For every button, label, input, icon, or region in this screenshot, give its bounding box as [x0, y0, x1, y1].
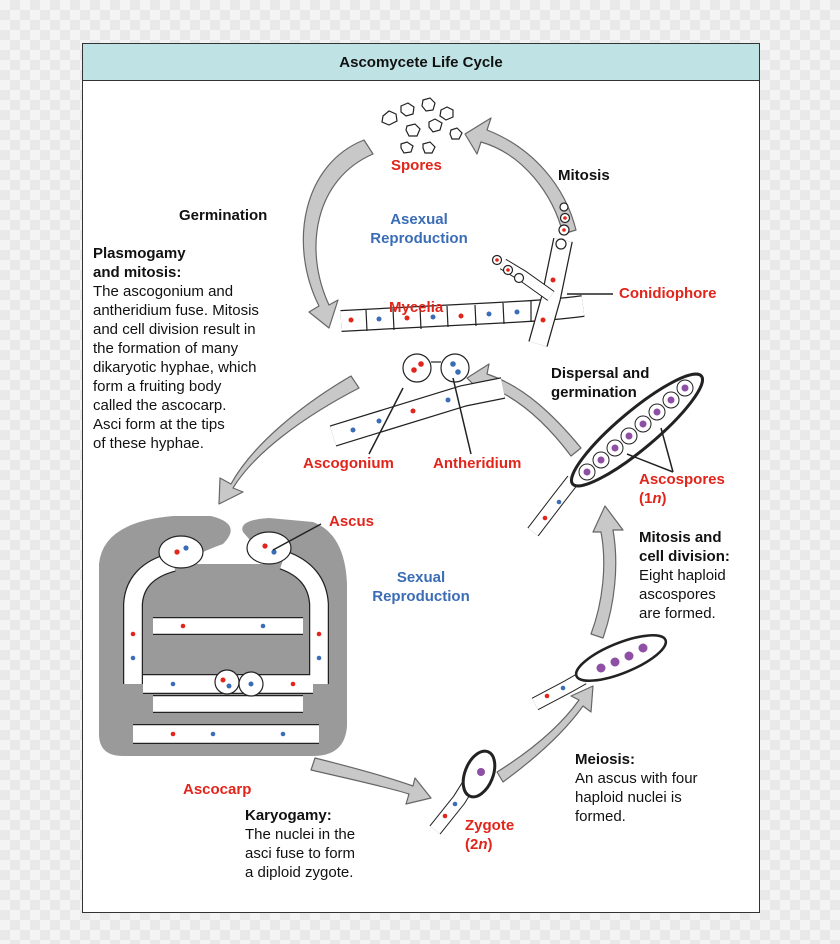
meiosis-ascus: [531, 634, 668, 711]
meiosis-line: formed.: [575, 808, 626, 825]
mitosis-division-line: ascospores: [639, 586, 716, 603]
sexual-line1: Sexual: [396, 569, 446, 586]
label-asexual-reproduction: Asexual Reproduction: [359, 210, 479, 248]
plasmogamy-line: and cell division result in: [93, 321, 256, 338]
plasmogamy-line: The ascogonium and: [93, 283, 234, 300]
arrow-germination: [302, 139, 374, 329]
label-conidiophore: Conidiophore: [619, 285, 717, 302]
karyogamy-line: a diploid zygote.: [245, 864, 354, 881]
plasmogamy-line: antheridium fuse. Mitosis: [93, 302, 259, 319]
mitosis-division-heading-2: cell division:: [639, 548, 730, 565]
meiosis-line: haploid nuclei is: [575, 789, 682, 806]
ascospores-ascus: [527, 372, 704, 537]
arrow-karyogamy: [310, 757, 432, 805]
life-cycle-diagram: [99, 97, 704, 835]
plasmogamy-line: form a fruiting body: [93, 378, 222, 395]
plasmogamy-line: dikaryotic hyphae, which: [93, 359, 257, 376]
label-sexual-reproduction: Sexual Reproduction: [361, 568, 481, 606]
zygote-structure: [429, 749, 497, 835]
label-ascogonium: Ascogonium: [303, 455, 394, 472]
arrow-plasmogamy: [218, 375, 360, 505]
label-mycelia: Mycelia: [389, 299, 444, 316]
plasmogamy-line: of these hyphae.: [93, 435, 204, 452]
ascospores-line2: (1n): [639, 489, 725, 508]
arrow-meiosis: [496, 685, 594, 783]
annotation-mitosis-division: Mitosis and cell division: Eight haploid…: [639, 528, 757, 623]
dispersal-line1: Dispersal and: [551, 365, 650, 382]
conidiophore-structure: [491, 202, 573, 347]
plasmogamy-line: Asci form at the tips: [93, 416, 225, 433]
zygote-ploidy: n: [478, 836, 488, 853]
ascospores-ploidy: n: [652, 490, 662, 507]
spores: [381, 97, 463, 154]
mitosis-division-heading-1: Mitosis and: [639, 529, 722, 546]
ascospores-line1: Ascospores: [639, 471, 725, 488]
mitosis-division-line: are formed.: [639, 605, 716, 622]
label-mitosis: Mitosis: [558, 167, 610, 184]
ascogonium-antheridium: [329, 353, 506, 455]
ascospores-paren-close: ): [661, 490, 667, 507]
label-germination: Germination: [179, 207, 268, 224]
arrow-mitosis-division: [590, 505, 624, 639]
label-ascus: Ascus: [329, 513, 375, 530]
ascospores-paren-open: (1: [639, 490, 653, 507]
zygote-paren-open: (2: [465, 836, 479, 853]
asexual-line1: Asexual: [390, 211, 448, 228]
label-zygote: Zygote (2n): [465, 816, 514, 854]
cycle-arrows: [218, 117, 624, 805]
figure-title: Ascomycete Life Cycle: [83, 44, 759, 81]
annotation-karyogamy: Karyogamy: The nuclei in the asci fuse t…: [245, 806, 395, 882]
label-spores: Spores: [391, 157, 442, 174]
zygote-line2: (2n): [465, 835, 514, 854]
sexual-line2: Reproduction: [372, 588, 470, 605]
ascocarp-structure: [99, 516, 347, 756]
zygote-paren-close: ): [487, 836, 493, 853]
karyogamy-heading: Karyogamy:: [245, 807, 332, 824]
zygote-line1: Zygote: [465, 817, 515, 834]
annotation-dispersal: Dispersal and germination: [551, 364, 649, 402]
plasmogamy-line: the formation of many: [93, 340, 239, 357]
karyogamy-line: asci fuse to form: [245, 845, 356, 862]
asexual-line2: Reproduction: [370, 230, 468, 247]
plasmogamy-line: called the ascocarp.: [93, 397, 227, 414]
annotation-meiosis: Meiosis: An ascus with four haploid nucl…: [575, 750, 735, 826]
label-antheridium: Antheridium: [433, 455, 522, 472]
meiosis-heading: Meiosis:: [575, 751, 636, 768]
annotation-plasmogamy: Plasmogamy and mitosis: The ascogonium a…: [93, 244, 303, 453]
plasmogamy-heading-1: Plasmogamy: [93, 245, 186, 262]
meiosis-line: An ascus with four: [575, 770, 698, 787]
plasmogamy-heading-2: and mitosis:: [93, 264, 182, 281]
karyogamy-line: The nuclei in the: [245, 826, 356, 843]
label-ascocarp: Ascocarp: [183, 781, 252, 798]
ascomycete-life-cycle-figure: Ascomycete Life Cycle: [82, 43, 760, 913]
dispersal-line2: germination: [551, 384, 637, 401]
label-ascospores: Ascospores (1n): [639, 470, 725, 508]
mitosis-division-line: Eight haploid: [639, 567, 726, 584]
